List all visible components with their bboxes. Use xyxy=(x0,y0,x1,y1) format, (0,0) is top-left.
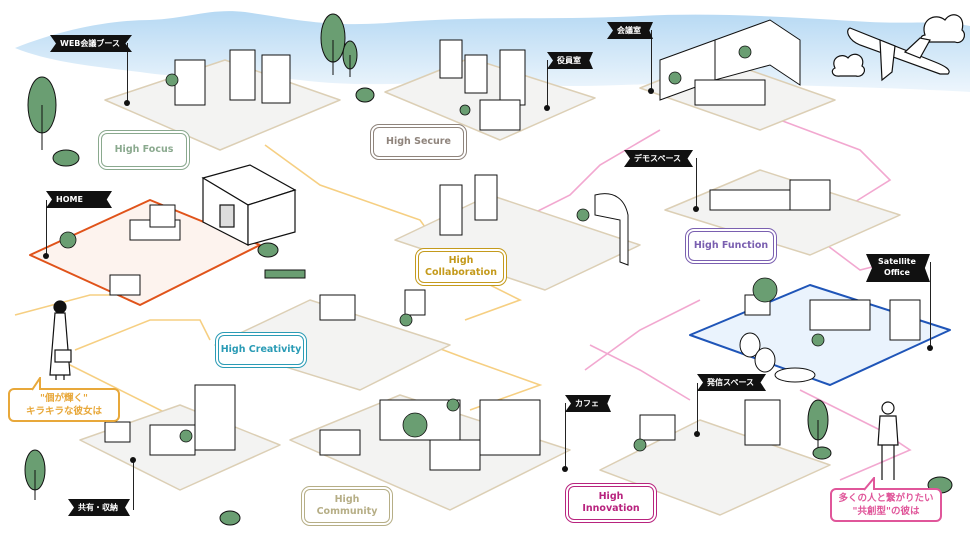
badge-label-line2: Innovation xyxy=(582,503,640,514)
flag-broadcast-space: 発信スペース xyxy=(697,374,767,391)
badge-label: High Creativity xyxy=(220,344,302,355)
people-and-furniture xyxy=(104,19,921,471)
bubble-tail xyxy=(863,477,875,491)
building-illustration xyxy=(201,164,297,246)
badge-high-collaboration: High Collaboration xyxy=(415,248,507,286)
plant-icon xyxy=(59,45,825,452)
badge-label: High Secure xyxy=(386,136,451,147)
floor-home xyxy=(29,199,261,306)
flag-pole xyxy=(565,403,567,468)
badge-label-line1: High xyxy=(334,494,360,505)
badge-high-creativity: High Creativity xyxy=(215,332,307,368)
flag-pole xyxy=(547,60,549,107)
flag-pin xyxy=(130,457,136,463)
flag-demo-space: デモスペース xyxy=(624,150,694,167)
flag-pin xyxy=(927,345,933,351)
flag-cafe: カフェ xyxy=(565,395,611,412)
flag-satellite-line2: Office xyxy=(884,268,910,277)
badge-label-line1: High xyxy=(598,491,624,502)
airplane-icon xyxy=(847,27,950,82)
tree-icon xyxy=(24,13,829,500)
badge-high-function: High Function xyxy=(685,228,777,264)
flag-pin xyxy=(43,253,49,259)
flag-meeting-room: 会議室 xyxy=(607,22,653,39)
badge-label: High Focus xyxy=(114,144,174,155)
bubble-line2: "共創型"の彼は xyxy=(852,506,920,517)
flag-pole xyxy=(133,460,135,510)
bubble-line1: "個が輝く" xyxy=(40,393,88,404)
flag-pin xyxy=(124,100,130,106)
speech-bubble-him: 多くの人と繋がりたい "共創型"の彼は xyxy=(830,488,942,522)
flag-pin xyxy=(694,431,700,437)
bush-icon xyxy=(52,87,953,526)
bubble-line1: 多くの人と繋がりたい xyxy=(838,493,934,504)
badge-high-focus: High Focus xyxy=(98,130,190,170)
floor-creativity xyxy=(214,299,451,391)
flag-pole xyxy=(46,200,48,255)
flag-home: HOME xyxy=(46,191,112,208)
flag-pole xyxy=(696,158,698,208)
flag-executive-room: 役員室 xyxy=(547,52,593,69)
flag-pin xyxy=(544,105,550,111)
badge-label-line1: High xyxy=(448,255,474,266)
flag-pin xyxy=(562,466,568,472)
flag-shared-storage: 共有・収納 xyxy=(68,499,130,516)
flag-pole xyxy=(930,262,932,347)
badge-high-innovation: High Innovation xyxy=(565,483,657,523)
badge-high-secure: High Secure xyxy=(370,124,467,160)
bubble-line2: キラキラな彼女は xyxy=(25,406,102,417)
flag-satellite-line1: Satellite xyxy=(878,257,916,266)
badge-label-line2: Community xyxy=(316,506,378,517)
speech-bubble-her: "個が輝く" キラキラな彼女は xyxy=(8,388,120,422)
flag-pole xyxy=(127,43,129,103)
flag-satellite-office: Satellite Office xyxy=(866,254,930,282)
woman-with-bag-icon xyxy=(49,300,72,380)
flag-pin xyxy=(693,206,699,212)
flag-pole xyxy=(651,30,653,90)
badge-label-line2: Collaboration xyxy=(425,267,497,278)
flag-pin xyxy=(648,88,654,94)
flag-pole xyxy=(697,383,699,433)
bubble-tail xyxy=(31,377,41,391)
badge-high-community: High Community xyxy=(301,486,393,526)
cloud-icon xyxy=(831,14,966,77)
man-arms-crossed-icon xyxy=(877,401,899,480)
flag-web-booth: WEB会議ブース xyxy=(50,35,132,52)
badge-label: High Function xyxy=(693,240,769,251)
